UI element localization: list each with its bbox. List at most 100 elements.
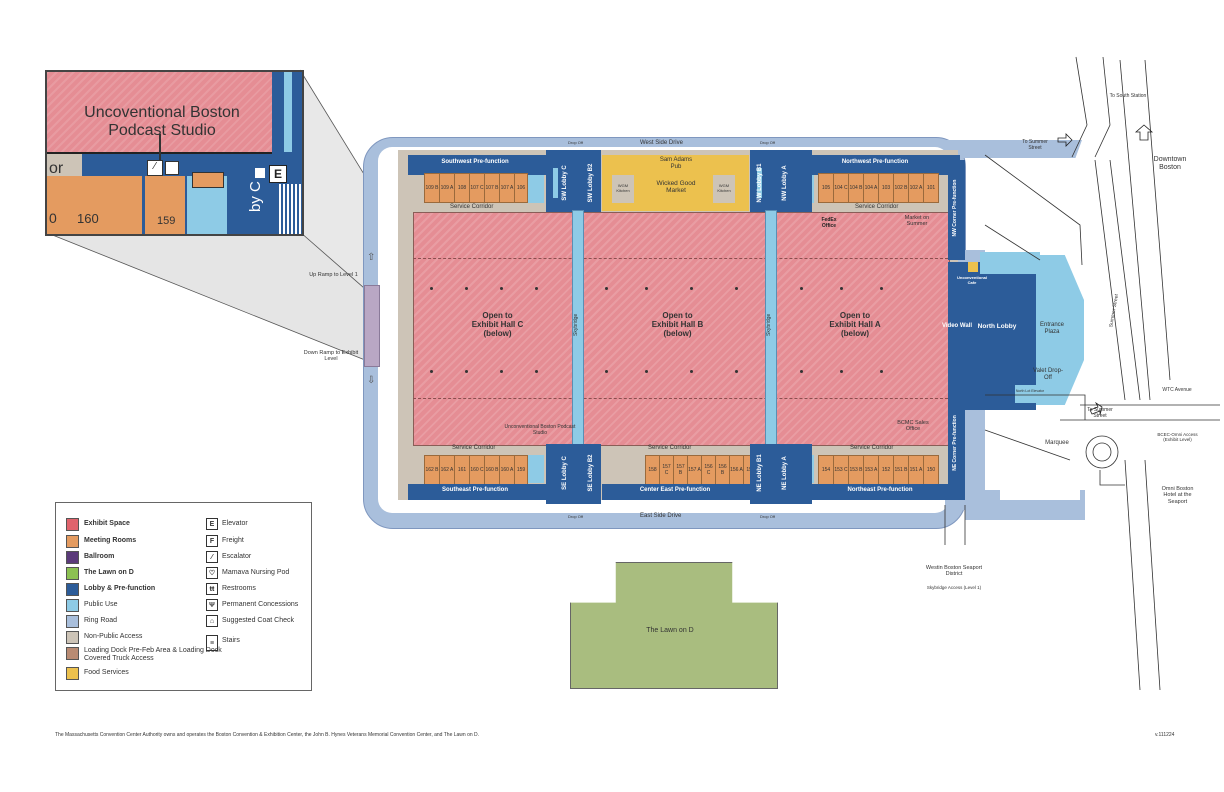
escalator-icon: ⁄ [206,551,218,563]
freight-icon: F [206,535,218,547]
legend-swatch-loading [66,647,79,660]
to-south-station: To South Station [1109,93,1147,99]
legend-public: Public Use [84,601,118,608]
legend-lawn: The Lawn on D [84,569,134,576]
legend-swatch-ballroom [66,551,79,564]
exhibit-hall-c[interactable] [413,212,573,446]
legend-swatch-lobby [66,583,79,596]
east-side-drive-label: East Side Drive [640,513,682,519]
legend-loading: Loading Dock Pre-Feb Area & Loading Dock… [84,647,222,663]
service-corridor-sw: Service Corridor [452,445,496,451]
hall-a-label: Open to Exhibit Hall A (below) [820,311,890,339]
hall-a-line1: Open to [839,311,871,320]
inset-podcast-label: Uncoventional Boston Podcast Studio [67,104,257,141]
to-summer-street-south: To Summer Street [1087,407,1113,419]
service-corridor-sc: Service Corridor [648,445,692,451]
room-101[interactable]: 101 [923,173,939,203]
legend-elevator: Elevator [222,520,248,527]
down-ramp-label: Down Ramp to Exhibit Level [303,350,359,363]
northwest-prefunction: Northwest Pre-function [841,159,909,165]
service-corridor-nw: Service Corridor [450,204,494,210]
legend-concessions: Permanent Concessions [222,601,299,608]
center-east-prefunction: Center East Pre-function [639,487,711,493]
inset-fragment-or: or [49,160,64,177]
legend-swatch-ring [66,615,79,628]
unconventional-cafe: Unconventional Cafe [956,275,987,285]
lawn-on-d-label: The Lawn on D [646,627,694,634]
north-lot-elevator: North Lot Elevator [1015,389,1045,393]
concessions-icon: Ψ [206,599,218,611]
westin-boston: Westin Boston Seaport District [925,565,983,578]
market-on-summer: Market on Summer [904,215,930,228]
legend-nursing: Mamava Nursing Pod [222,569,290,576]
legend-swatch-nonpublic [66,631,79,644]
legend-meeting: Meeting Rooms [84,537,137,544]
inset-freight-icon [165,161,179,175]
legend-swatch-lawn [66,567,79,580]
westin-skybridge-access: Skybridge Access (Level 1) [926,585,982,590]
wicked-good-market: Wicked Good Market [656,180,696,195]
room-156c[interactable]: 156 C [701,455,716,485]
legend-ballroom: Ballroom [84,553,115,560]
hall-a-line2: Exhibit Hall A [829,320,881,330]
inset-label-line2: Podcast Studio [108,122,216,140]
bcmc-sales-office: BCMC Sales Office [897,420,929,433]
legend-restrooms: Restrooms [222,585,256,592]
service-corridor-ne: Service Corridor [855,204,899,210]
hall-c-line3: (below) [483,329,512,339]
inset-label-line1: Uncoventional Boston [84,104,240,121]
hall-b-line3: (below) [663,329,692,339]
drop-off-ne: Drop Off [760,140,776,145]
nursing-pod-icon: ♡ [206,567,218,579]
podcast-inset: Uncoventional Boston Podcast Studio or 0… [45,70,304,236]
northeast-prefunction: Northeast Pre-function [847,487,913,493]
entrance-plaza-label: Entrance Plaza [1039,322,1064,335]
inset-elevator-icon: E [269,165,287,183]
inset-room-159: 159 [157,215,176,227]
wtc-avenue: WTC Avenue [1162,387,1192,393]
southwest-prefunction: Southwest Pre-function [441,159,509,165]
drop-off-nw: Drop Off [568,140,584,145]
legend-swatch-public [66,599,79,612]
hall-b-line1: Open to [662,311,693,320]
coat-check-icon: ⌂ [206,615,218,627]
legend-ring: Ring Road [84,617,118,624]
legend-swatch-food [66,667,79,680]
room-104a[interactable]: 104 A [863,173,879,203]
inset-stair-icon [255,168,265,178]
inset-stairs-icon [279,184,302,234]
inset-podcast-room [192,172,224,188]
bcec-omni-access: BCEC-Omni Access (Exhibit Level) [1157,432,1198,443]
to-summer-street-north: To Summer Street [1022,139,1048,151]
legend-coat-check: Suggested Coat Check [222,617,294,624]
hall-b-label: Open to Exhibit Hall B (below) [645,311,710,339]
southeast-prefunction: Southeast Pre-function [441,487,508,493]
drop-off-se: Drop Off [760,514,776,519]
wgm-kitchen-left: WGM Kitchen [616,183,630,193]
up-arrow-icon: ⇧ [367,252,376,263]
up-ramp-label: Up Ramp to Level 1 [309,272,358,278]
inset-room-160: 160 [77,211,99,226]
room-106[interactable]: 106 [514,173,528,203]
west-side-drive-label: West Side Drive [640,140,683,146]
hall-b-line2: Exhibit Hall B [651,320,704,330]
legend-freight: Freight [222,537,244,544]
fedex-office: FedEx Office [821,217,837,229]
inset-escalator-icon: ⁄ [147,160,163,176]
exhibit-hall-b[interactable] [583,212,766,446]
stairs-icon: ≡ [206,635,218,651]
downtown-boston: Downtown Boston [1153,156,1187,172]
legend-swatch-exhibit [66,518,79,531]
drop-off-sw: Drop Off [568,514,584,519]
valet-dropoff: Valet Drop-Off [1033,368,1063,381]
legend-lobby: Lobby & Pre-function [84,585,156,592]
restrooms-icon: ŧŧ [206,583,218,595]
wgm-kitchen-right: WGM Kitchen [717,183,731,193]
version-text: v.111224 [1155,732,1175,738]
hall-c-line2: Exhibit Hall C [471,320,524,330]
video-wall: Video Wall [941,323,972,329]
omni-hotel: Omni Boston Hotel at the Seaport [1161,486,1194,505]
elevator-icon: E [206,518,218,530]
hall-c-label: Open to Exhibit Hall C (below) [465,311,530,339]
footer-text: The Massachusetts Convention Center Auth… [55,732,480,738]
